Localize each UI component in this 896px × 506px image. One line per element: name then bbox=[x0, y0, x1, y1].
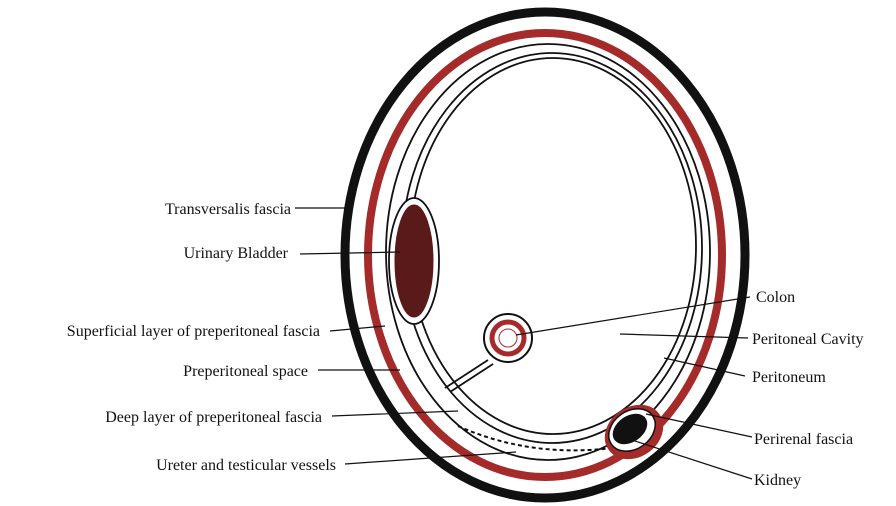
leader-bladder bbox=[300, 252, 400, 254]
label-superficial-layer: Superficial layer of preperitoneal fasci… bbox=[67, 323, 320, 340]
label-deep-layer: Deep layer of preperitoneal fascia bbox=[105, 409, 322, 426]
peritoneum-inner-line bbox=[410, 58, 696, 434]
ureter-vessels-dashed bbox=[458, 426, 612, 450]
label-peritoneum: Peritoneum bbox=[752, 369, 826, 386]
label-peritoneal-cavity: Peritoneal Cavity bbox=[752, 331, 864, 348]
label-kidney: Kidney bbox=[754, 472, 801, 489]
label-ureter-vessels: Ureter and testicular vessels bbox=[156, 457, 336, 474]
leader-peritoneal-cavity bbox=[620, 334, 748, 338]
label-perirenal-fascia: Perirenal fascia bbox=[754, 431, 853, 448]
peritoneum-outer-line bbox=[402, 53, 702, 443]
colon-lumen bbox=[499, 329, 517, 347]
label-preperitoneal-space: Preperitoneal space bbox=[183, 363, 308, 380]
label-colon: Colon bbox=[756, 289, 795, 306]
urinary-bladder-shape bbox=[395, 205, 433, 317]
mesentery-stalk bbox=[445, 360, 488, 388]
label-urinary-bladder: Urinary Bladder bbox=[184, 245, 289, 262]
label-transversalis-fascia: Transversalis fascia bbox=[165, 201, 291, 218]
mesentery-stalk-inner bbox=[450, 364, 493, 392]
